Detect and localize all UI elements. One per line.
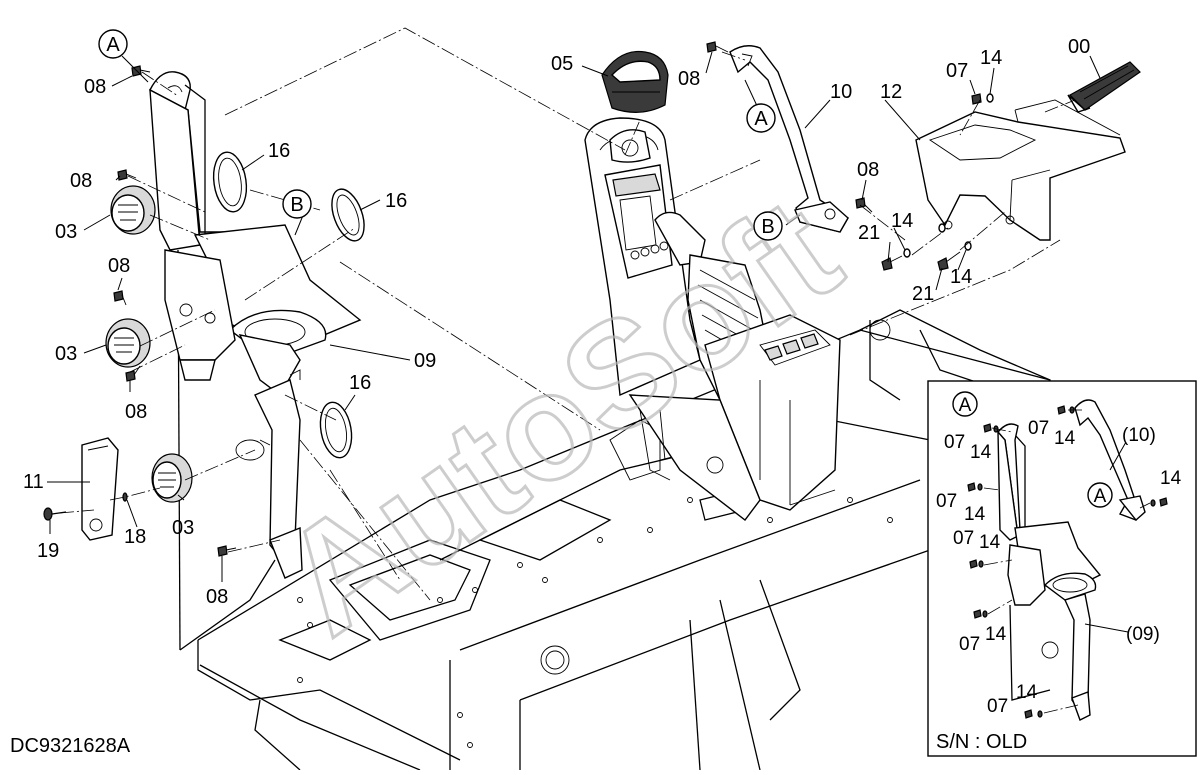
footrest-bracket-12 [915,99,1126,241]
label-08: 08 [125,401,147,423]
label-12: 12 [880,81,902,103]
label-08: 08 [206,586,228,608]
label-08: 08 [70,170,92,192]
label-10-old: (10) [1122,425,1156,446]
label-14: 14 [1054,428,1076,449]
label-14: 14 [985,624,1007,645]
label-14: 14 [950,266,972,288]
grab-bar-10 [729,45,849,233]
label-14: 14 [1160,468,1182,489]
label-16: 16 [349,372,371,394]
svg-text:A: A [959,395,972,416]
label-14: 14 [979,532,1001,553]
label-03: 03 [172,517,194,539]
cover-plate-11 [81,437,119,541]
ring-16-b [331,188,365,242]
switch-03-b [105,318,151,368]
label-08: 08 [857,159,879,181]
inset-caption: S/N : OLD [936,731,1027,753]
label-09-old: (09) [1126,624,1160,645]
bolts-08 [113,41,873,557]
left-panel-assembly [149,71,362,651]
label-00: 00 [1068,36,1090,58]
label-07: 07 [953,528,974,549]
inset-sn-old: A A 07 14 07 14 (10) 07 14 14 07 14 07 1… [927,380,1197,757]
knob-cover-05 [601,50,669,113]
label-14: 14 [964,504,986,525]
svg-text:A: A [754,108,768,130]
label-14: 14 [970,442,992,463]
label-03: 03 [55,221,77,243]
label-21: 21 [858,222,880,244]
assembly-lines [59,27,1076,601]
control-console [584,117,841,521]
label-18: 18 [124,526,146,548]
label-19: 19 [37,540,59,562]
svg-text:A: A [106,34,120,56]
reference-marker-b-left: B [282,189,312,219]
reference-marker-a-right: A [746,103,776,133]
label-08: 08 [84,76,106,98]
leader-lines [47,51,1101,582]
ring-16-a [212,151,248,213]
label-14: 14 [980,47,1002,69]
label-05: 05 [551,53,573,75]
label-16: 16 [268,140,290,162]
label-07: 07 [936,491,957,512]
svg-text:B: B [290,194,303,216]
label-08: 08 [678,68,700,90]
diagram-code: DC9321628A [10,735,131,757]
label-07: 07 [987,696,1008,717]
label-07: 07 [944,432,965,453]
label-11: 11 [23,471,44,493]
switch-03-c [151,453,193,503]
label-07: 07 [959,634,980,655]
svg-text:A: A [1094,486,1107,507]
label-14: 14 [891,210,913,232]
label-10: 10 [830,81,852,103]
label-16: 16 [385,190,407,212]
part-labels: 08 16 08 16 03 08 03 09 16 08 11 03 18 1… [23,36,1090,608]
label-09: 09 [414,350,436,372]
screw-19 [43,507,67,521]
label-14: 14 [1016,682,1038,703]
label-07: 07 [946,60,968,82]
label-08: 08 [108,255,130,277]
foot-pedal-00 [1067,61,1141,113]
label-07: 07 [1028,418,1049,439]
reference-marker-b-right: B [753,211,783,241]
switch-03-a [110,185,156,235]
label-03: 03 [55,343,77,365]
ring-16-c [319,401,353,459]
label-21: 21 [912,283,934,305]
svg-text:B: B [761,216,774,238]
reference-marker-a-top-left: A [98,29,128,59]
